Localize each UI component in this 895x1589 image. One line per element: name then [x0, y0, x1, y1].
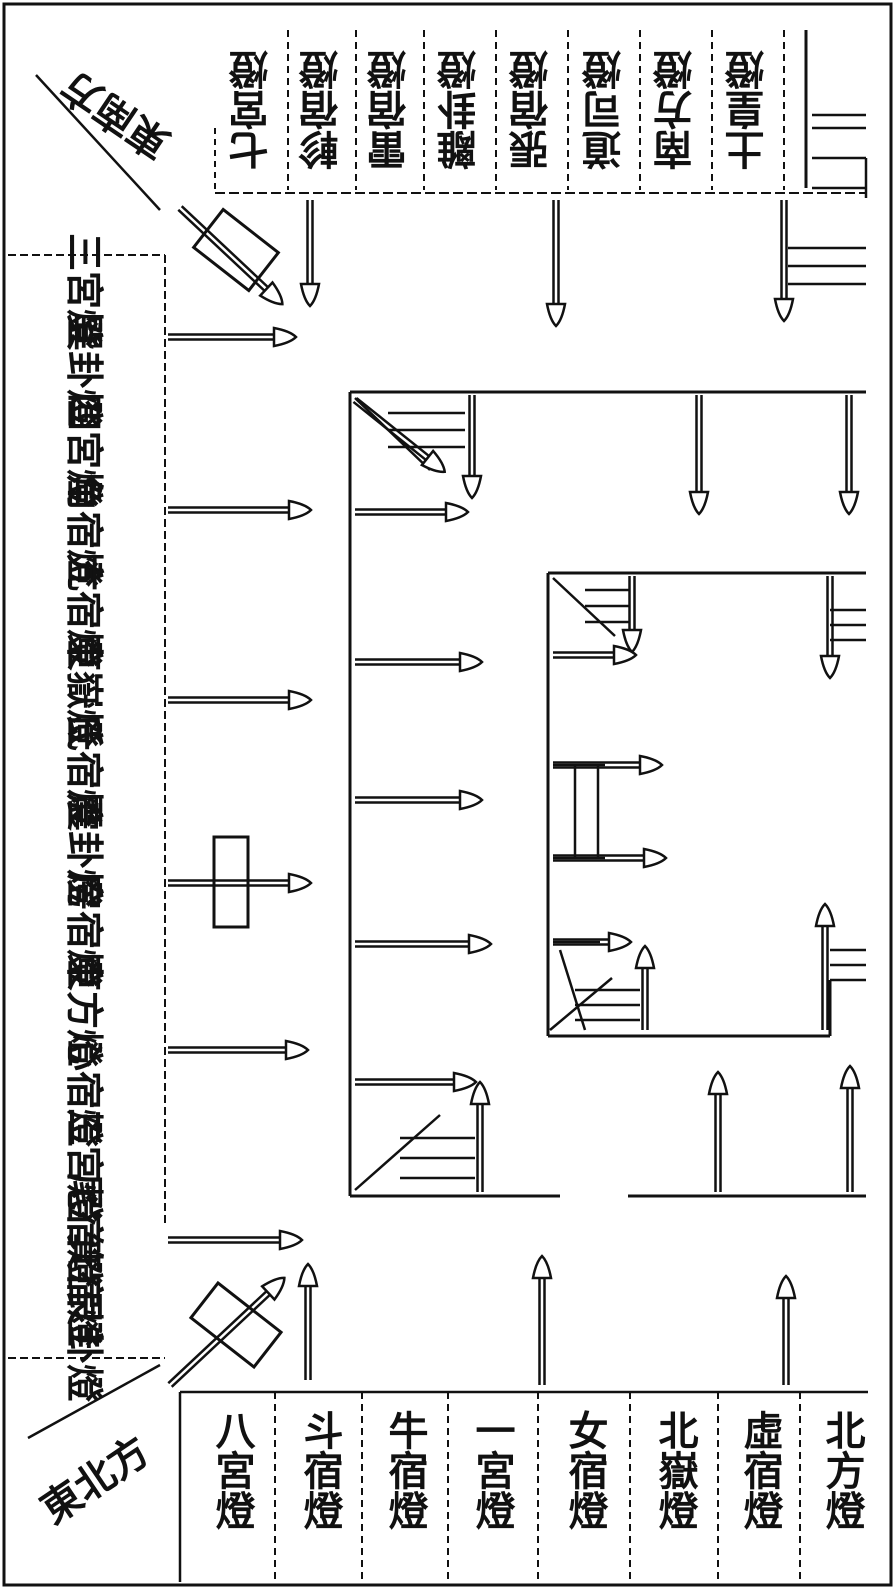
left-lamp-label: 心宿燈 [62, 1033, 107, 1147]
lamp-icon [838, 395, 860, 516]
lamp-icon [355, 789, 484, 811]
left-lamp-label: 艮卦燈 [62, 1288, 107, 1402]
lamp-icon [688, 395, 710, 516]
lamp-icon [553, 847, 668, 869]
lamp-icon [168, 326, 298, 348]
top-lamp-label: 雷宿燈 [367, 49, 414, 170]
stairs [354, 397, 866, 1191]
lamp-icon [355, 501, 470, 523]
top-right-steps [788, 113, 868, 286]
top-label-strip [214, 30, 866, 194]
left-lamp-label: 東方燈 [62, 953, 107, 1067]
lamp-icon [773, 200, 795, 323]
label-separators [274, 30, 801, 1582]
lamp-icon [634, 944, 656, 1030]
lamp-icon [297, 1262, 319, 1380]
lamp-icon [553, 931, 633, 953]
left-lamp-label: 四宮燈 [62, 393, 107, 507]
inner-enclosure [546, 571, 866, 1038]
middle-enclosure [348, 390, 866, 1198]
lamp-icon [177, 205, 284, 306]
lamp-icon [553, 754, 664, 776]
top-lamp-label: 七宮燈 [229, 49, 276, 170]
bottom-lamp-label: 八宮燈 [209, 1410, 256, 1531]
bottom-lamp-label: 虛宿燈 [737, 1410, 784, 1531]
lamp-icon [168, 499, 313, 521]
bottom-label-strip [178, 1390, 868, 1582]
gate-frames [188, 207, 284, 1370]
left-lamp-label: 房宿燈 [62, 873, 107, 987]
bottom-lamp-label: 北方燈 [819, 1410, 866, 1531]
corner-southeast-label: 東南方 [35, 62, 178, 211]
lamp-icon [545, 200, 567, 328]
lamp-icon [819, 576, 841, 680]
lamp-icon [167, 1276, 286, 1388]
left-lamp-label: 箕宿燈 [62, 1233, 107, 1347]
left-label-strip [8, 254, 166, 1359]
bottom-row-labels: 八宮燈 斗宿燈 牛宿燈 一宮燈 女宿燈 北嶽燈 虛宿燈 北方燈 [209, 1410, 866, 1531]
left-column-labels: 三宮燈 巽卦燈 四宮燈 角宿燈 亢宿燈 東嶽燈 氐宿燈 震卦燈 房宿燈 東方燈 … [62, 233, 107, 1402]
lamp-icon [355, 1071, 478, 1093]
bottom-lamp-label: 一宮燈 [469, 1410, 516, 1531]
top-lamp-label: 軫宿燈 [299, 49, 346, 170]
lamp-icon [621, 576, 643, 654]
corner-northeast-text: 東北方 [32, 1427, 158, 1533]
lamp-icon [775, 1274, 797, 1385]
lamp-icon [168, 1039, 310, 1061]
lamp-icon [352, 397, 447, 474]
bottom-lamp-label: 北嶽燈 [652, 1410, 699, 1531]
left-lamp-label: 亢宿燈 [62, 553, 107, 667]
bottom-lamp-label: 女宿燈 [562, 1410, 609, 1531]
lamp-icon [531, 1254, 553, 1385]
bottom-lamp-label: 斗宿燈 [297, 1410, 344, 1531]
top-lamp-label: 土皇燈 [725, 49, 772, 170]
lamp-icon [707, 1070, 729, 1192]
left-lamp-label: 震卦燈 [62, 793, 107, 907]
left-lamp-label: 三宮燈 [62, 1108, 107, 1222]
lamp-icon [168, 872, 313, 894]
top-lamp-label: 離卦燈 [437, 49, 484, 170]
left-lamp-label: 角宿燈 [62, 473, 107, 587]
left-lamp-label: 氐宿燈 [62, 713, 107, 827]
top-row-labels: 土皇燈 南方燈 道司燈 張宿燈 離卦燈 雷宿燈 軫宿燈 七宮燈 [229, 49, 772, 170]
lamp-icon [814, 902, 836, 1030]
left-lamp-label: 東嶽燈 [62, 633, 107, 747]
lamps-layer [167, 200, 861, 1388]
lamp-icon [299, 200, 321, 308]
top-lamp-label: 南方燈 [653, 49, 700, 170]
lamp-icon [168, 689, 313, 711]
lamp-icon [168, 1229, 304, 1251]
bottom-lamp-label: 牛宿燈 [382, 1410, 429, 1531]
lamp-icon [355, 651, 484, 673]
left-lamp-label: 尾宿燈 [62, 1173, 107, 1287]
lamp-icon [553, 644, 638, 666]
left-lamp-label: 巽卦燈 [62, 313, 107, 427]
lamp-icon [355, 933, 493, 955]
left-lamp-label: 三宮燈 [62, 233, 107, 347]
top-lamp-label: 道司燈 [582, 49, 629, 170]
lamp-icon [839, 1064, 861, 1192]
lamp-icon [469, 1080, 491, 1192]
lamp-icon [461, 395, 483, 500]
top-lamp-label: 張宿燈 [509, 49, 556, 170]
